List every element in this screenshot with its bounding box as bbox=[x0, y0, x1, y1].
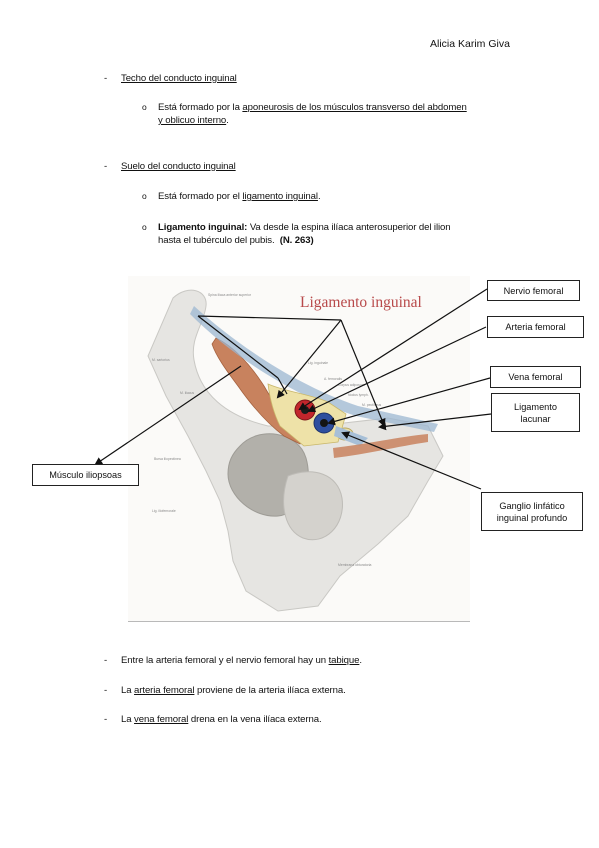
callout-text: lacunar bbox=[520, 413, 551, 424]
techo-text-post: . bbox=[226, 115, 229, 126]
bottom-link: vena femoral bbox=[134, 714, 189, 725]
techo-text-pre: Está formado por la bbox=[158, 102, 243, 113]
svg-text:A. femoralis: A. femoralis bbox=[324, 377, 342, 381]
bottom-text-post: . bbox=[359, 655, 362, 666]
callout-vena-femoral: Vena femoral bbox=[490, 366, 581, 388]
list-dash: - bbox=[104, 161, 108, 172]
svg-text:M. sartorius: M. sartorius bbox=[152, 358, 170, 362]
figure-title: Ligamento inguinal bbox=[300, 294, 422, 311]
list-dash: - bbox=[104, 655, 108, 666]
author-name: Alicia Karim Giva bbox=[430, 38, 510, 50]
svg-text:Nodus lymph.: Nodus lymph. bbox=[348, 393, 369, 397]
list-dash: - bbox=[104, 685, 108, 696]
bottom-link: tabique bbox=[328, 655, 360, 666]
bottom-item-3: La vena femoral drena en la vena ilíaca … bbox=[121, 713, 322, 726]
callout-text: inguinal profundo bbox=[496, 512, 568, 523]
callout-text: Ligamento bbox=[514, 401, 557, 412]
bottom-text-pre: Entre la arteria femoral y el nervio fem… bbox=[121, 655, 329, 666]
callout-nervio-femoral: Nervio femoral bbox=[487, 280, 580, 301]
suelo-bullet2-ref: (N. 263) bbox=[279, 235, 314, 246]
suelo-bullet1-post: . bbox=[317, 191, 321, 202]
suelo-bullet1: Está formado por el ligamento inguinal. bbox=[158, 190, 321, 203]
svg-text:M. pectineus: M. pectineus bbox=[362, 403, 382, 407]
suelo-bullet2-bold: Ligamento inguinal: bbox=[158, 222, 248, 233]
techo-link-line1: aponeurosis de los músculos transverso d… bbox=[242, 102, 467, 113]
svg-text:Corpus adiposum: Corpus adiposum bbox=[338, 383, 365, 387]
bullet-marker: o bbox=[142, 222, 147, 232]
suelo-bullet2-line2: hasta el tubérculo del pubis. bbox=[158, 235, 275, 246]
suelo-bullet2-line1: Va desde la espina ilíaca anterosuperior… bbox=[247, 222, 451, 233]
svg-text:M. iliacus: M. iliacus bbox=[180, 391, 194, 395]
callout-text: Nervio femoral bbox=[503, 285, 564, 296]
list-dash: - bbox=[104, 73, 108, 84]
callout-ligamento-lacunar: Ligamento lacunar bbox=[491, 393, 580, 432]
svg-text:Lig. inguinale: Lig. inguinale bbox=[308, 361, 328, 365]
callout-text: Músculo iliopsoas bbox=[49, 470, 122, 480]
techo-link-line2: y oblicuo interno bbox=[158, 115, 227, 126]
anatomy-figure: Spina iliaca anterior superior M. sartor… bbox=[128, 276, 470, 622]
callout-text: Arteria femoral bbox=[505, 322, 566, 332]
list-dash: - bbox=[104, 714, 108, 725]
bullet-marker: o bbox=[142, 191, 147, 201]
suelo-bullet2: Ligamento inguinal: Va desde la espina i… bbox=[158, 221, 518, 247]
callout-musculo-iliopsoas: Músculo iliopsoas bbox=[32, 464, 139, 486]
bottom-link: arteria femoral bbox=[134, 685, 195, 696]
callout-arteria-femoral: Arteria femoral bbox=[487, 316, 584, 338]
techo-text: Está formado por la aponeurosis de los m… bbox=[158, 101, 518, 127]
bottom-text-pre: La bbox=[121, 714, 135, 725]
bottom-text-pre: La bbox=[121, 685, 135, 696]
callout-text: Ganglio linfático bbox=[499, 500, 565, 511]
bottom-text-post: drena en la vena ilíaca externa. bbox=[188, 714, 322, 725]
bullet-marker: o bbox=[142, 102, 147, 112]
svg-text:Bursa iliopectinea: Bursa iliopectinea bbox=[154, 457, 181, 461]
bottom-text-post: proviene de la arteria ilíaca externa. bbox=[194, 685, 346, 696]
svg-text:Lig. iliofemorale: Lig. iliofemorale bbox=[152, 509, 176, 513]
bottom-item-2: La arteria femoral proviene de la arteri… bbox=[121, 684, 346, 697]
heading-techo: Techo del conducto inguinal bbox=[121, 73, 237, 84]
bottom-item-1: Entre la arteria femoral y el nervio fem… bbox=[121, 654, 362, 667]
suelo-bullet1-pre: Está formado por el bbox=[158, 191, 243, 202]
callout-ganglio-linfatico: Ganglio linfático inguinal profundo bbox=[481, 492, 583, 531]
anatomy-illustration: Spina iliaca anterior superior M. sartor… bbox=[128, 276, 470, 621]
suelo-bullet1-link: ligamento inguinal bbox=[242, 191, 318, 202]
svg-text:Spina iliaca anterior superior: Spina iliaca anterior superior bbox=[208, 293, 252, 297]
heading-suelo: Suelo del conducto inguinal bbox=[121, 161, 236, 172]
callout-text: Vena femoral bbox=[508, 372, 563, 382]
svg-text:Membrana obturatoria: Membrana obturatoria bbox=[338, 563, 371, 567]
